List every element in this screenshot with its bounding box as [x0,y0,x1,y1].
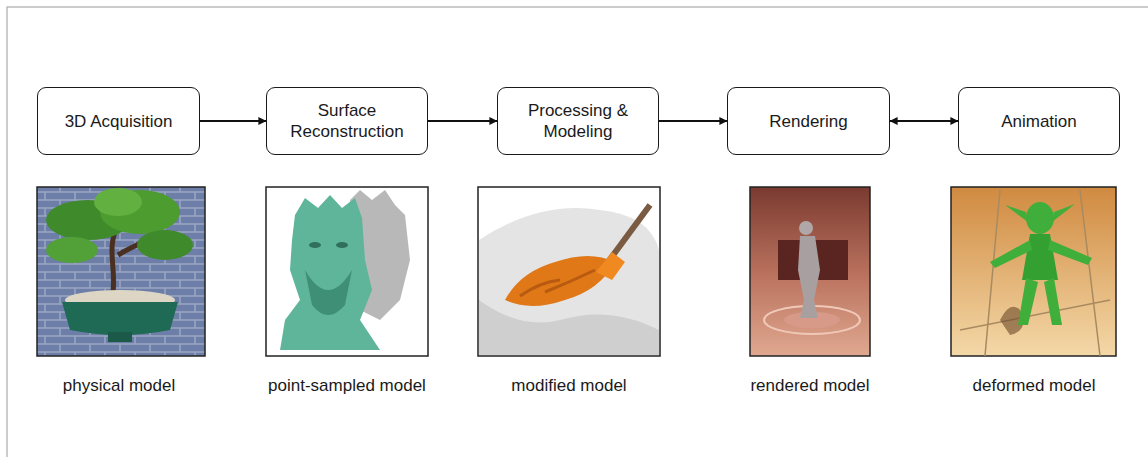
bust-scan [266,187,428,356]
outer-frame [7,7,1148,457]
box-title: Rendering [769,111,847,132]
model-caption: modified model [511,376,626,396]
model-caption: deformed model [973,376,1096,396]
process-box: 3D Acquisition [37,87,200,155]
bonsai-photo [37,187,205,356]
model-caption: point-sampled model [268,376,426,396]
box-title: Surface Reconstruction [282,100,412,142]
flow-arrow [659,120,727,122]
model-caption: rendered model [750,376,869,396]
flow-arrow [428,120,497,122]
deformed-goblin [951,187,1116,356]
model-caption: physical model [63,376,175,396]
box-title: Processing & Modeling [513,100,643,142]
process-box: Animation [958,87,1120,155]
process-box: Rendering [727,87,890,155]
process-box: Processing & Modeling [497,87,659,155]
box-title: Animation [1001,111,1077,132]
flow-arrow [890,120,958,122]
flow-arrow [200,120,266,122]
rendered-statue [750,187,870,356]
box-title: 3D Acquisition [65,111,173,132]
process-box: Surface Reconstruction [266,87,428,155]
brush-modeling [478,187,660,356]
